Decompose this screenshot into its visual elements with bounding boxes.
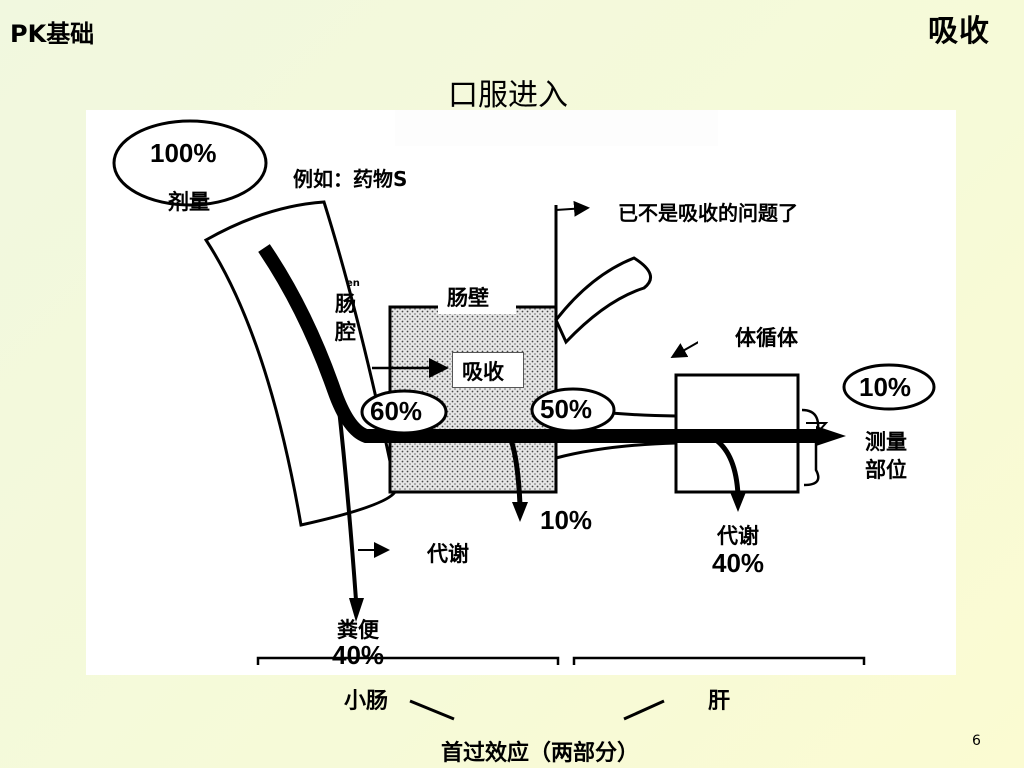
wall-metab-arrowhead (512, 502, 528, 522)
wall-metab-percent: 10% (540, 505, 593, 535)
liver-label: 肝 (708, 689, 731, 714)
wall-fraction: 50% (540, 394, 593, 424)
liver-bracket (572, 656, 866, 665)
page-number: 6 (972, 733, 981, 749)
feces-percent: 40% (332, 640, 385, 670)
circulation-label-bg (698, 312, 818, 354)
dose-ellipse (112, 119, 268, 207)
intestine-label: 小肠 (344, 689, 389, 714)
top-strip (395, 110, 718, 146)
not-absorption-arrow (555, 200, 590, 217)
metab-label-bg (426, 534, 651, 574)
systemic-fraction: 10% (859, 372, 912, 402)
slide-header-right: 吸收 (928, 14, 990, 49)
dose-percent: 100% (150, 138, 217, 168)
liver-metab-arrowhead (730, 492, 746, 512)
first-pass-label: 首过效应（两部分） (441, 741, 640, 766)
example-label-bg (283, 152, 477, 188)
intestine-shape (203, 200, 398, 527)
wall-metab-path (508, 439, 523, 506)
wall-label-bg (438, 282, 516, 314)
example-label: 例如：药物S (293, 167, 408, 191)
main-path-arrowhead (816, 426, 846, 446)
wall-label: 肠壁 (447, 286, 489, 310)
liver-metab-percent: 40% (712, 548, 765, 578)
measure-small-arrow (806, 422, 829, 433)
not-absorption-note: 已不是吸收的问题了 (618, 201, 798, 225)
footer-connector-lines (409, 699, 665, 721)
feces-arrowhead (349, 598, 364, 622)
lumen-small-mark: en (346, 278, 360, 289)
slide-subtitle: 口服进入 (448, 78, 568, 113)
systemic-fraction-ellipse (842, 363, 936, 411)
liver-metab-label: 代谢 (717, 524, 759, 548)
wall-metab-label: 代谢 (427, 542, 469, 566)
absorb-label-box (452, 352, 524, 388)
liver-vessel-top (554, 256, 653, 345)
lumen-fraction-ellipse (360, 389, 448, 435)
feces-path (336, 399, 358, 601)
main-drug-path (258, 244, 816, 443)
first-pass-diagram (112, 110, 936, 665)
lumen-label: 肠 腔 (335, 292, 356, 344)
absorb-label: 吸收 (462, 360, 504, 384)
measure-site-label: 测量 部位 (865, 430, 907, 482)
dose-label: 剂量 (168, 190, 210, 214)
note-label-bg (606, 190, 861, 228)
lumen-fraction: 60% (370, 396, 423, 426)
liver-metab-path (714, 438, 741, 496)
measure-bracket (801, 408, 820, 487)
intestine-bracket (256, 656, 560, 665)
slide-header-left: PK基础 (10, 20, 95, 48)
feces-label: 粪便 (337, 618, 379, 642)
wall-fraction-ellipse (530, 387, 616, 433)
circulation-label: 体循体 (735, 326, 798, 350)
